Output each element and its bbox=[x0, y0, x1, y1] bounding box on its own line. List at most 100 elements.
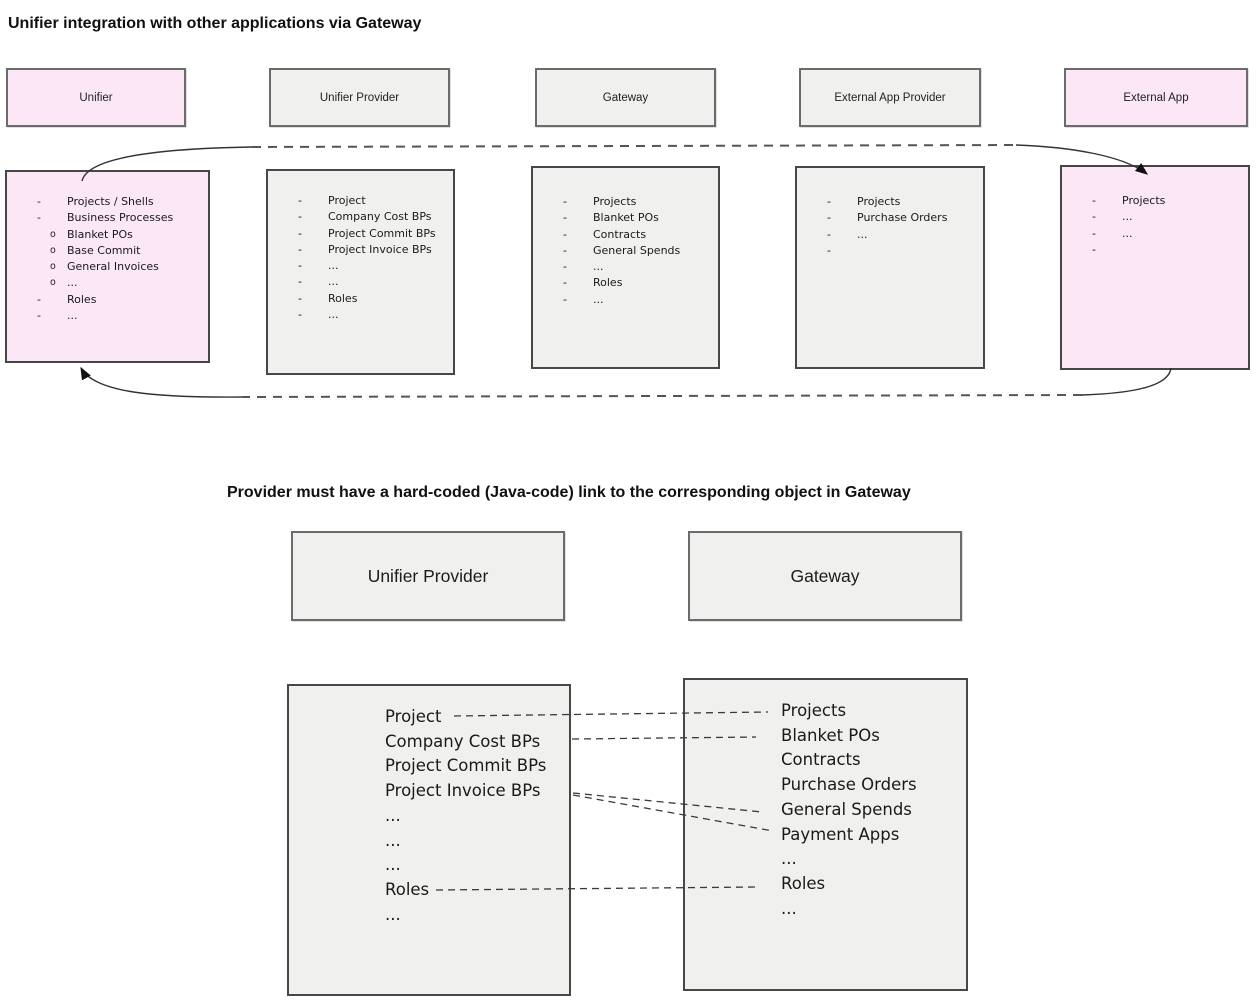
bullet-marker: - bbox=[1092, 242, 1096, 256]
list-item-text: ... bbox=[385, 904, 401, 924]
external-app-object-list: -Projects-...-...- bbox=[1062, 167, 1248, 258]
list-item-text: Project bbox=[385, 707, 442, 726]
list-item: -... bbox=[827, 227, 977, 243]
list-item: Project Invoice BPs bbox=[385, 779, 561, 804]
bullet-marker: o bbox=[50, 244, 56, 256]
arrow-unifier-to-external-app-dashed bbox=[251, 144, 1017, 148]
list-item: - Business Processes bbox=[37, 210, 202, 226]
list-item: Contracts bbox=[781, 748, 958, 773]
list-item-text: ... bbox=[1122, 210, 1133, 224]
list-item: -... bbox=[298, 274, 447, 290]
bullet-marker: - bbox=[37, 309, 41, 323]
bullet-marker: - bbox=[563, 211, 567, 225]
list-item: - bbox=[827, 243, 977, 259]
list-item: o Blanket POs bbox=[37, 227, 202, 243]
list-item: - Project Invoice BPs bbox=[298, 242, 447, 258]
bullet-marker: - bbox=[563, 195, 567, 208]
bullet-marker: - bbox=[37, 211, 41, 225]
list-item-text: Purchase Orders bbox=[781, 775, 917, 795]
list-item-text: Blanket POs bbox=[781, 725, 880, 745]
list-item: -Roles bbox=[563, 275, 712, 291]
list-item-text: Company Cost BPs bbox=[328, 210, 432, 224]
list-item: ... bbox=[385, 829, 561, 854]
bullet-marker: - bbox=[827, 227, 831, 241]
list-item: -... bbox=[37, 308, 202, 324]
list-item-text: Purchase Orders bbox=[857, 211, 948, 225]
header-label: Unifier Provider bbox=[319, 91, 400, 104]
header-box-unifier-provider: Unifier Provider bbox=[269, 68, 450, 127]
header-label: External App Provider bbox=[834, 91, 946, 104]
list-item-text: Project Commit BPs bbox=[328, 226, 436, 240]
list-item-text: ... bbox=[328, 259, 339, 273]
bullet-marker: - bbox=[563, 227, 567, 241]
list-item-text: Roles bbox=[593, 276, 623, 290]
bullet-marker: - bbox=[298, 210, 302, 224]
list-item: - Company Cost BPs bbox=[298, 209, 447, 225]
bullet-marker: - bbox=[298, 194, 302, 207]
list-item-text: Roles bbox=[385, 879, 430, 899]
list-item: -Projects bbox=[1092, 193, 1242, 209]
header-box-external-app-provider: External App Provider bbox=[799, 68, 981, 127]
bullet-marker: - bbox=[563, 292, 567, 306]
list-item: - Purchase Orders bbox=[827, 210, 977, 226]
list-item: -Projects bbox=[563, 194, 712, 210]
content-box-unifier-provider: -Project-Company Cost BPs-Project Commit… bbox=[266, 169, 455, 375]
list-item-text: Project Invoice BPs bbox=[328, 242, 432, 256]
bullet-marker: - bbox=[563, 260, 567, 274]
list-item-text: ... bbox=[385, 830, 401, 850]
list-item-text: Business Processes bbox=[67, 211, 174, 225]
list-item-text: ... bbox=[781, 849, 797, 869]
bullet-marker: - bbox=[1092, 226, 1096, 240]
header-label: Unifier bbox=[79, 91, 113, 104]
list-item: -Roles bbox=[37, 292, 202, 308]
list-item: Payment Apps bbox=[781, 823, 958, 848]
list-item-text: ... bbox=[385, 805, 401, 825]
list-item: -Roles bbox=[298, 291, 447, 307]
list-item-text: Roles bbox=[67, 292, 97, 306]
list-item: ... bbox=[385, 903, 561, 928]
list-item: -General Spends bbox=[563, 243, 712, 259]
list-item-text: ... bbox=[385, 855, 401, 875]
list-item-text: ... bbox=[857, 227, 868, 241]
list-item: - bbox=[1092, 242, 1242, 258]
header-label: Unifier Provider bbox=[367, 565, 489, 586]
header-label: External App bbox=[1123, 91, 1189, 104]
list-item: -Contracts bbox=[563, 227, 712, 243]
list-item: -Projects bbox=[827, 194, 977, 210]
list-item: Blanket POs bbox=[781, 724, 958, 749]
list-item: -... bbox=[298, 307, 447, 323]
section2-title: Provider must have a hard-coded (Java-co… bbox=[227, 484, 911, 501]
list-item-text: Blanket POs bbox=[67, 227, 133, 241]
list-item-text: Project bbox=[328, 194, 366, 207]
header-box-gateway-2: Gateway bbox=[688, 531, 962, 621]
bullet-marker: - bbox=[298, 242, 302, 256]
list-item-text: Projects bbox=[781, 701, 847, 720]
unifier-provider-object-list: -Project-Company Cost BPs-Project Commit… bbox=[268, 171, 453, 323]
header-box-unifier-provider-2: Unifier Provider bbox=[291, 531, 565, 621]
list-item: Project Commit BPs bbox=[385, 754, 561, 779]
list-item-text: ... bbox=[67, 276, 78, 290]
bullet-marker: - bbox=[827, 211, 831, 225]
list-item: -Project Commit BPs bbox=[298, 226, 447, 242]
list-item: -... bbox=[563, 292, 712, 308]
arrow-external-app-to-unifier-head bbox=[80, 366, 244, 398]
list-item-text: Roles bbox=[328, 291, 358, 305]
external-app-provider-object-list: -Projects-Purchase Orders-...- bbox=[797, 168, 983, 259]
bullet-marker: o bbox=[50, 228, 56, 240]
header-box-unifier: Unifier bbox=[6, 68, 186, 127]
bullet-marker: o bbox=[50, 277, 56, 289]
header-box-external-app: External App bbox=[1064, 68, 1248, 127]
content-box-external-app: -Projects-...-...- bbox=[1060, 165, 1250, 370]
section1-title: Unifier integration with other applicati… bbox=[8, 15, 422, 32]
list-item: Roles bbox=[385, 878, 561, 903]
list-item-text: Contracts bbox=[781, 750, 861, 770]
list-item: -... bbox=[563, 259, 712, 275]
list-item: Project bbox=[385, 705, 561, 730]
bullet-marker: o bbox=[50, 261, 56, 273]
list-item: -... bbox=[298, 258, 447, 274]
